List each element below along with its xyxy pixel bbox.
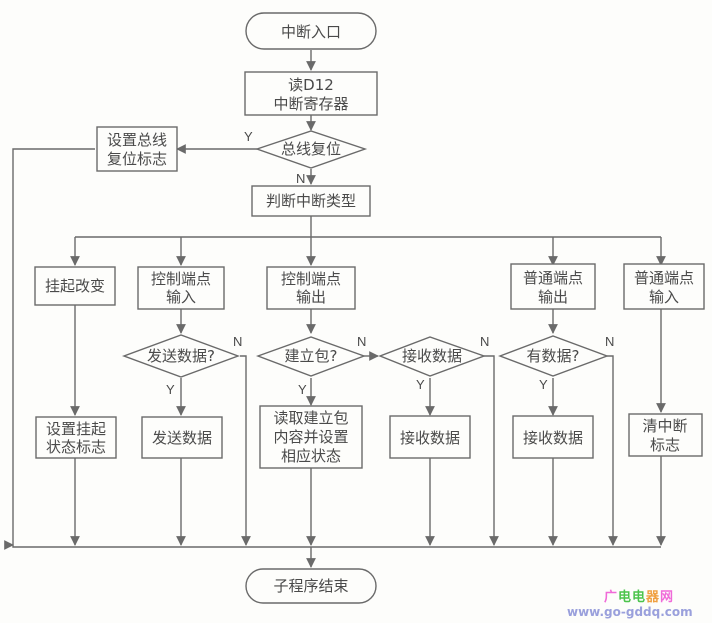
setup-no-label: N	[357, 334, 366, 349]
ctrl-in-line2: 输入	[166, 288, 196, 306]
edge-send-no	[240, 355, 251, 546]
send-no-label: N	[233, 334, 242, 349]
read-register-line1: 读D12	[288, 76, 334, 94]
ep-in-line1: 普通端点	[634, 269, 694, 287]
has-data-decision-label: 有数据?	[527, 347, 580, 365]
edge-bus-reset-return	[12, 148, 661, 548]
watermark-char-4: 器	[645, 590, 660, 605]
end-terminator: 子程序结束	[245, 568, 377, 604]
clear-interrupt-flag-box: 清中断 标志	[628, 413, 703, 457]
send-yes-label: Y	[166, 382, 175, 397]
setup-packet-decision: 建立包?	[255, 336, 367, 377]
receive-data-box-2: 接收数据	[512, 415, 594, 459]
watermark-char-5: 网	[660, 590, 673, 605]
suspend-change-label: 挂起改变	[45, 277, 105, 295]
watermark-char-1: 广	[604, 589, 617, 605]
read-setup-line2: 内容并设置	[273, 428, 348, 446]
read-setup-box: 读取建立包 内容并设置 相应状态	[259, 405, 363, 469]
send-data-label: 发送数据	[152, 429, 212, 447]
clear-flag-line2: 标志	[650, 436, 680, 454]
has-data-no-label: N	[605, 334, 614, 349]
read-setup-line3: 相应状态	[281, 447, 341, 465]
watermark-url: www.go-gddq.com	[567, 605, 693, 619]
send-data-decision-label: 发送数据?	[147, 347, 215, 365]
read-setup-line1: 读取建立包	[273, 409, 348, 427]
receive-data-1-label: 接收数据	[400, 429, 460, 447]
judge-type-label: 判断中断类型	[266, 192, 356, 210]
suspend-change-box: 挂起改变	[34, 266, 116, 306]
read-register-box: 读D12 中断寄存器	[244, 71, 378, 116]
set-suspend-flag-box: 设置挂起 状态标志	[35, 416, 117, 459]
start-terminator: 中断入口	[245, 12, 377, 50]
start-label: 中断入口	[281, 23, 341, 41]
ep-in-line2: 输入	[649, 288, 679, 306]
set-suspend-line1: 设置挂起	[46, 420, 106, 438]
ep-out-line2: 输出	[538, 288, 568, 306]
end-label: 子程序结束	[273, 577, 348, 595]
receive-data-decision: 接收数据	[378, 336, 487, 377]
recv-yes-label: Y	[416, 377, 425, 392]
endpoint-out-box: 普通端点 输出	[510, 263, 596, 310]
receive-decision-label: 接收数据	[402, 347, 462, 365]
watermark-char-3: 电	[632, 589, 645, 605]
bus-reset-label: 总线复位	[281, 140, 341, 158]
edge-hasdata-no	[607, 355, 618, 546]
ctrl-endpoint-in-box: 控制端点 输入	[137, 266, 225, 310]
read-register-line2: 中断寄存器	[273, 95, 348, 113]
bus-reset-yes-label: Y	[244, 129, 253, 144]
set-suspend-line2: 状态标志	[46, 438, 106, 456]
watermark: 广 电 电 器 网 www.go-gddq.com	[567, 589, 693, 619]
ctrl-out-line2: 输出	[296, 288, 326, 306]
ctrl-in-line1: 控制端点	[151, 270, 211, 288]
clear-flag-line1: 清中断	[642, 417, 687, 435]
receive-data-2-label: 接收数据	[523, 429, 583, 447]
set-bus-reset-line1: 设置总线	[107, 131, 167, 149]
ctrl-out-line1: 控制端点	[281, 270, 341, 288]
bus-reset-no-label: N	[296, 171, 305, 186]
setup-decision-label: 建立包?	[285, 347, 338, 365]
endpoint-in-box: 普通端点 输入	[623, 263, 705, 310]
receive-data-box-1: 接收数据	[389, 415, 471, 459]
ctrl-endpoint-out-box: 控制端点 输出	[266, 266, 356, 310]
bus-reset-decision: 总线复位	[254, 130, 368, 169]
has-data-decision: 有数据?	[498, 335, 610, 377]
has-data-yes-label: Y	[539, 377, 548, 392]
recv-no-label: N	[480, 334, 489, 349]
set-bus-reset-line2: 复位标志	[107, 150, 167, 168]
edge-recv-no	[484, 355, 499, 546]
send-data-decision: 发送数据?	[121, 334, 241, 378]
setup-yes-label: Y	[298, 382, 307, 397]
set-bus-reset-flag-box: 设置总线 复位标志	[96, 126, 178, 172]
ep-out-line1: 普通端点	[523, 269, 583, 287]
send-data-box: 发送数据	[141, 416, 223, 459]
judge-type-box: 判断中断类型	[251, 185, 371, 217]
watermark-char-2: 电	[618, 589, 631, 605]
